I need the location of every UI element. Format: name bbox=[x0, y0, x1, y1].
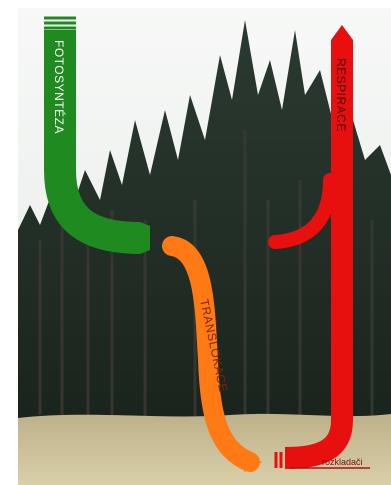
respiration-label: RESPIRACE bbox=[334, 58, 348, 132]
decomposers-label: rozkladači bbox=[322, 457, 363, 467]
photosynthesis-label: FOTOSYNTÉZA bbox=[52, 40, 67, 134]
photosynthesis-stripes bbox=[44, 18, 76, 28]
photosynthesis-tip bbox=[140, 222, 150, 254]
